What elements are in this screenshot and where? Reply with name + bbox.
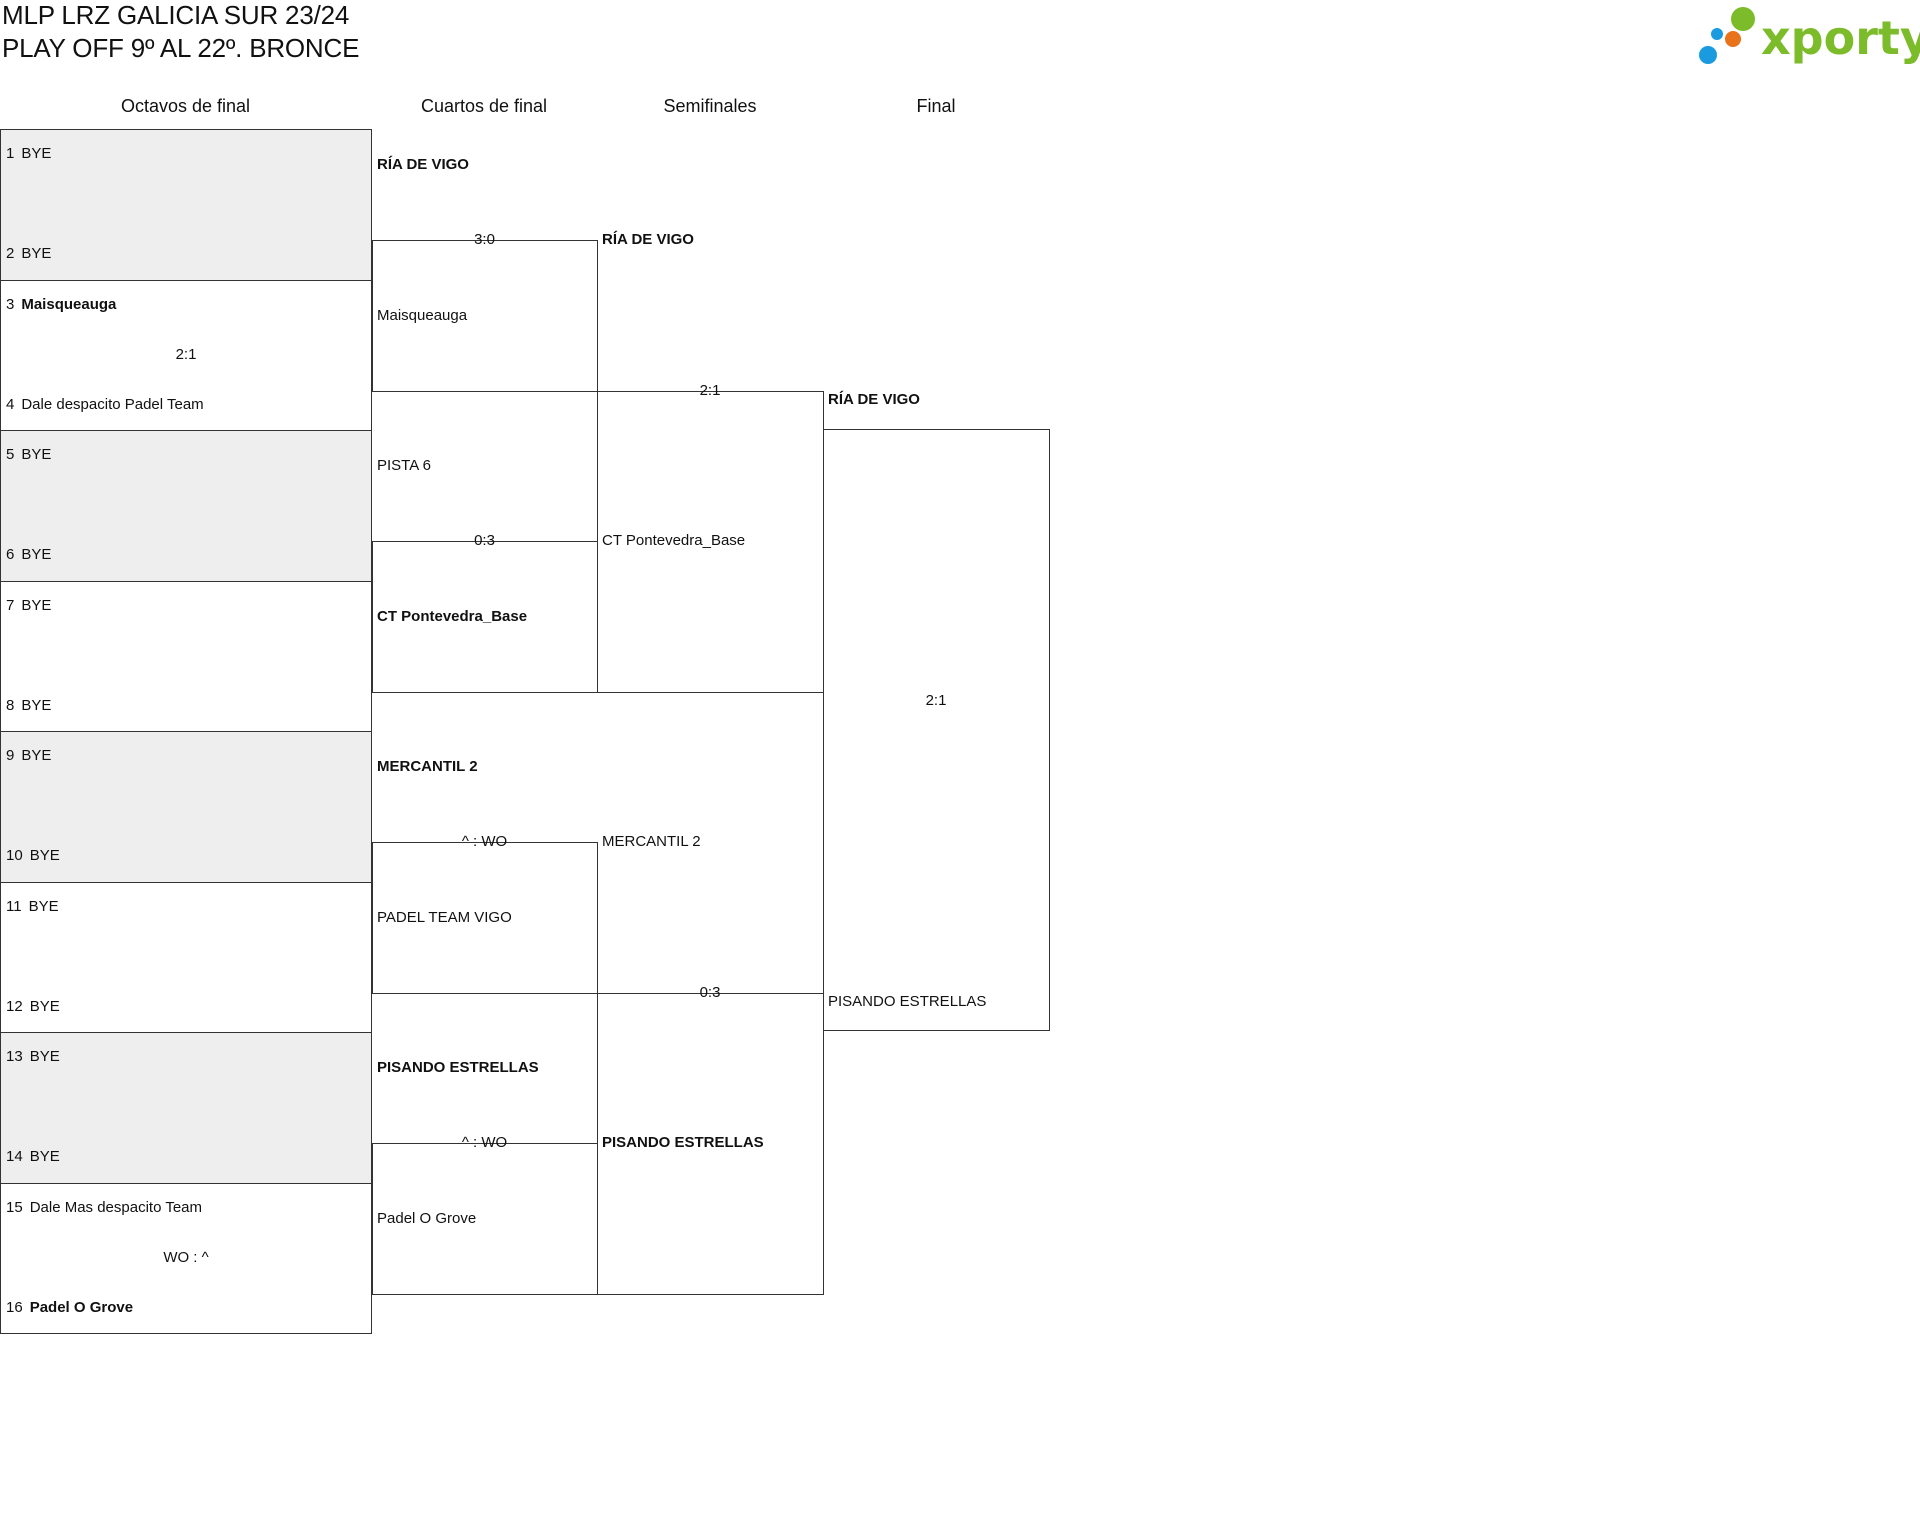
team-entry[interactable]: 3 Maisqueauga	[6, 296, 116, 314]
match-cuartos	[372, 842, 598, 994]
logo-text: xporty	[1761, 11, 1920, 65]
match-score: 0:3	[474, 532, 495, 550]
team-name: BYE	[21, 747, 52, 764]
team-name: BYE	[28, 897, 59, 915]
page-subtitle: PLAY OFF 9º AL 22º. BRONCE	[2, 33, 360, 63]
team-name[interactable]: RÍA DE VIGO	[828, 391, 920, 408]
match-score: WO : ^	[163, 1248, 209, 1266]
seed-number: 9	[6, 747, 15, 764]
team-name[interactable]: PISANDO ESTRELLAS	[377, 1059, 539, 1076]
match-octavos	[0, 731, 372, 883]
seed-number: 3	[6, 295, 15, 313]
seed-number: 13	[6, 1048, 23, 1065]
team-entry[interactable]: 15 Dale Mas despacito Team	[6, 1199, 202, 1217]
team-name[interactable]: MERCANTIL 2	[377, 758, 478, 775]
team-name: BYE	[21, 446, 52, 463]
seed-number: 6	[6, 546, 15, 563]
match-score: 2:1	[925, 692, 947, 709]
seed-number: 11	[6, 897, 22, 915]
seed-number: 7	[6, 596, 15, 614]
logo-dot-green	[1731, 7, 1755, 31]
team-entry[interactable]: 7 BYE	[6, 597, 51, 615]
team-name[interactable]: PADEL TEAM VIGO	[377, 908, 512, 926]
team-name: Padel O Grove	[29, 1298, 134, 1316]
team-name: BYE	[21, 245, 52, 262]
match-octavos	[0, 129, 372, 281]
team-name: Dale Mas despacito Team	[29, 1198, 202, 1216]
round-header-cuartos: Cuartos de final	[420, 96, 548, 116]
team-entry[interactable]: 14 BYE	[6, 1148, 60, 1166]
round-header-semis: Semifinales	[663, 96, 757, 116]
match-score: 2:1	[699, 381, 721, 399]
team-entry[interactable]: 9 BYE	[6, 747, 51, 765]
match-final	[823, 429, 1050, 1031]
seed-number: 8	[6, 696, 15, 714]
team-name[interactable]: Maisqueauga	[377, 306, 468, 324]
team-name[interactable]: CT Pontevedra_Base	[377, 607, 528, 625]
team-entry[interactable]: 2 BYE	[6, 245, 51, 263]
team-name[interactable]: PISTA 6	[377, 457, 431, 474]
team-name: BYE	[21, 145, 52, 162]
team-name[interactable]: PISANDO ESTRELLAS	[602, 1134, 764, 1151]
logo-dot-orange	[1725, 31, 1741, 47]
team-name[interactable]: CT Pontevedra_Base	[602, 532, 746, 549]
match-score: 3:0	[474, 231, 495, 249]
match-score: 2:1	[175, 345, 197, 363]
team-entry[interactable]: 8 BYE	[6, 697, 51, 715]
team-name: Dale despacito Padel Team	[21, 395, 204, 413]
team-name: Maisqueauga	[21, 295, 117, 313]
seed-number: 2	[6, 245, 15, 262]
xporty-logo: xporty	[1699, 7, 1920, 65]
team-name[interactable]: RÍA DE VIGO	[377, 156, 469, 173]
match-score: ^ : WO	[461, 1134, 508, 1152]
logo-dot-blue-small	[1711, 28, 1723, 40]
team-name: BYE	[29, 1048, 60, 1065]
match-semis	[597, 992, 824, 1295]
seed-number: 14	[6, 1148, 23, 1165]
team-name: BYE	[29, 847, 60, 864]
seed-number: 10	[6, 847, 23, 864]
team-entry[interactable]: 10 BYE	[6, 847, 60, 865]
logo-dot-blue	[1699, 46, 1717, 64]
team-entry[interactable]: 1 BYE	[6, 145, 51, 163]
match-octavos	[0, 580, 372, 732]
team-entry[interactable]: 6 BYE	[6, 546, 51, 564]
team-name[interactable]: MERCANTIL 2	[602, 833, 701, 850]
team-name[interactable]: Padel O Grove	[377, 1209, 477, 1227]
seed-number: 16	[6, 1298, 23, 1316]
team-name: BYE	[29, 1148, 60, 1165]
team-name[interactable]: RÍA DE VIGO	[602, 231, 694, 248]
team-entry[interactable]: 4 Dale despacito Padel Team	[6, 396, 204, 414]
team-name: BYE	[21, 546, 52, 563]
match-octavos	[0, 430, 372, 582]
team-entry[interactable]: 12 BYE	[6, 998, 60, 1016]
match-cuartos	[372, 240, 598, 392]
team-name[interactable]: PISANDO ESTRELLAS	[828, 993, 987, 1010]
seed-number: 5	[6, 446, 15, 463]
team-entry[interactable]: 5 BYE	[6, 446, 51, 464]
seed-number: 1	[6, 145, 15, 162]
match-octavos	[0, 1182, 372, 1334]
match-score: ^ : WO	[461, 833, 508, 851]
round-header-octavos: Octavos de final	[120, 96, 251, 116]
team-entry[interactable]: 13 BYE	[6, 1048, 60, 1066]
page-title: MLP LRZ GALICIA SUR 23/24	[2, 0, 350, 30]
seed-number: 15	[6, 1198, 23, 1216]
match-score: 0:3	[699, 983, 721, 1001]
round-header-final: Final	[916, 96, 956, 116]
team-entry[interactable]: 11 BYE	[6, 898, 59, 916]
seed-number: 4	[6, 395, 15, 413]
team-name: BYE	[29, 997, 60, 1015]
team-entry[interactable]: 16 Padel O Grove	[6, 1299, 133, 1317]
seed-number: 12	[6, 997, 23, 1015]
team-name: BYE	[21, 696, 52, 714]
team-name: BYE	[21, 596, 52, 614]
